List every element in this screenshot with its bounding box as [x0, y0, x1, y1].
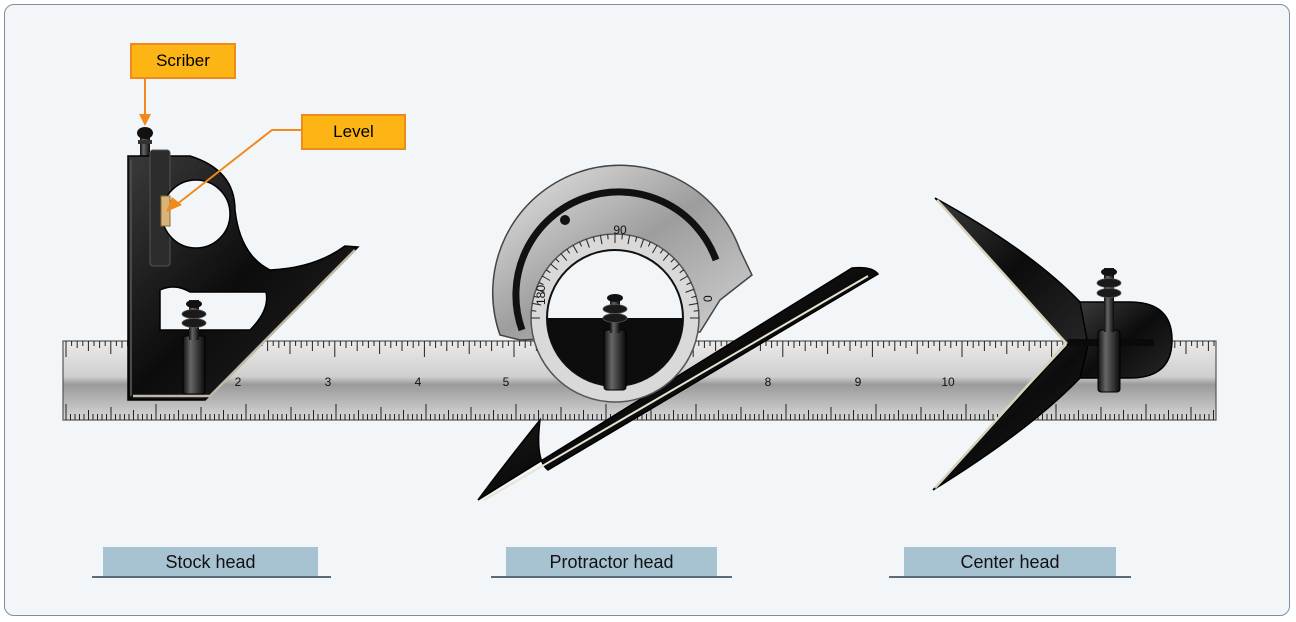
protractor-ticks	[531, 234, 699, 319]
protractor-head-illustration: 90 180 0	[477, 164, 880, 501]
stock-head-caption: Stock head	[103, 547, 318, 577]
scriber-knob	[137, 127, 153, 156]
scriber-label: Scriber	[156, 51, 210, 70]
scriber-leader	[139, 79, 151, 126]
level-vial	[160, 195, 171, 227]
locking-nut	[602, 294, 628, 391]
protractor-scale-label: 0	[701, 295, 715, 302]
rule-number: 3	[325, 375, 332, 389]
caption-underline	[92, 576, 331, 578]
center-head-label: Center head	[960, 552, 1060, 572]
locking-nut	[181, 300, 207, 395]
scriber-callout: Scriber	[130, 43, 236, 79]
center-head-illustration	[932, 197, 1173, 491]
protractor-head-label: Protractor head	[549, 552, 674, 572]
rule-number: 8	[765, 375, 772, 389]
rule-number: 2	[235, 375, 242, 389]
level-leader	[166, 129, 301, 212]
protractor-head-caption: Protractor head	[506, 547, 717, 577]
caption-underline	[889, 576, 1131, 578]
protractor-scale-label: 90	[613, 223, 627, 237]
level-label: Level	[333, 122, 374, 141]
level-callout: Level	[301, 114, 406, 150]
protractor-scale-label: 180	[534, 285, 548, 305]
rule-number: 5	[503, 375, 510, 389]
rule-number: 10	[941, 375, 955, 389]
rule-number: 4	[415, 375, 422, 389]
stock-head-label: Stock head	[165, 552, 256, 572]
center-head-caption: Center head	[904, 547, 1116, 577]
caption-underline	[491, 576, 732, 578]
locking-nut	[1096, 268, 1122, 393]
rule-ticks-bottom	[65, 404, 1214, 420]
rule-number: 9	[855, 375, 862, 389]
